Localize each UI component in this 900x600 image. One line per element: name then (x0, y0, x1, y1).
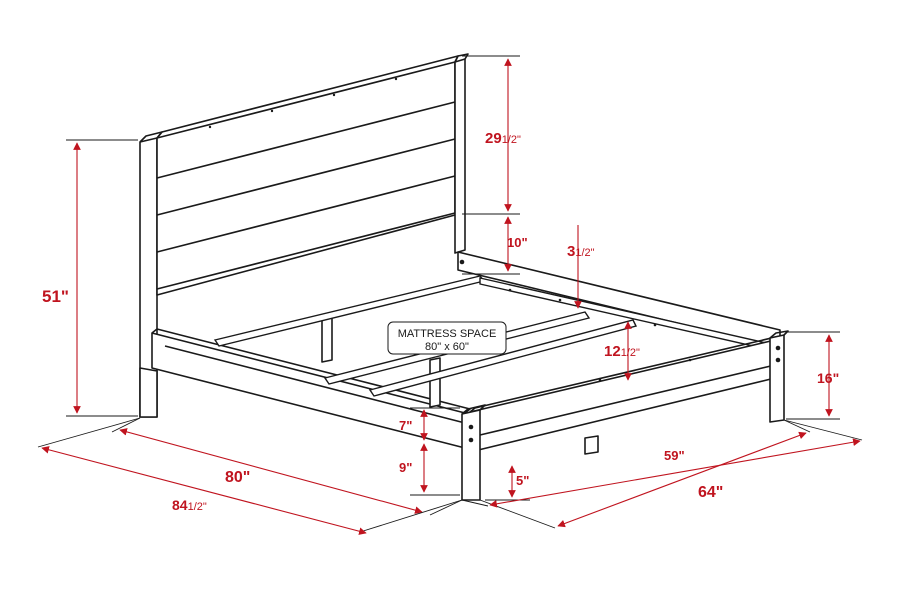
headboard-board-line (156, 175, 456, 253)
dim-slat-drop: 31/2" (567, 243, 595, 260)
dimension-lines (37, 55, 863, 535)
dim-clearance: 9" (399, 460, 412, 475)
rear-left-leg (139, 367, 158, 418)
headboard-fasteners (208, 77, 398, 129)
bed-frame (139, 53, 789, 501)
center-support-leg (429, 357, 441, 408)
dim-total-height: 51" (42, 287, 69, 306)
headboard-board-line (156, 101, 456, 179)
front-left-leg (461, 409, 481, 501)
dim-footboard-height: 16" (817, 370, 839, 386)
slats (164, 275, 776, 424)
dim-inner-width: 59" (664, 448, 685, 463)
center-support-leg (584, 435, 599, 455)
slat-fasteners (508, 288, 692, 382)
dim-inner-length: 80" (225, 469, 250, 486)
headboard-panel (156, 61, 456, 296)
dim-side-rail: 7" (399, 418, 412, 433)
headboard-board-line (156, 138, 456, 216)
mattress-space-label: MATTRESS SPACE 80" x 60" (387, 321, 507, 355)
headboard-right-post (454, 58, 466, 254)
dim-leg: 5" (516, 473, 529, 488)
dimension-labels: 51" 291/2" 10" 31/2" 121/2" 16" 7" 9" 5"… (42, 130, 839, 513)
center-support-leg (321, 315, 333, 363)
dim-rail-height: 121/2" (604, 343, 640, 360)
dim-headboard-panel: 291/2" (485, 130, 521, 147)
dim-overall-length: 841/2" (172, 497, 207, 513)
dim-headboard-gap: 10" (507, 235, 528, 250)
mattress-space-title: MATTRESS SPACE (398, 328, 497, 340)
dim-overall-width: 64" (698, 484, 723, 501)
mattress-space-size: 80" x 60" (425, 341, 469, 353)
